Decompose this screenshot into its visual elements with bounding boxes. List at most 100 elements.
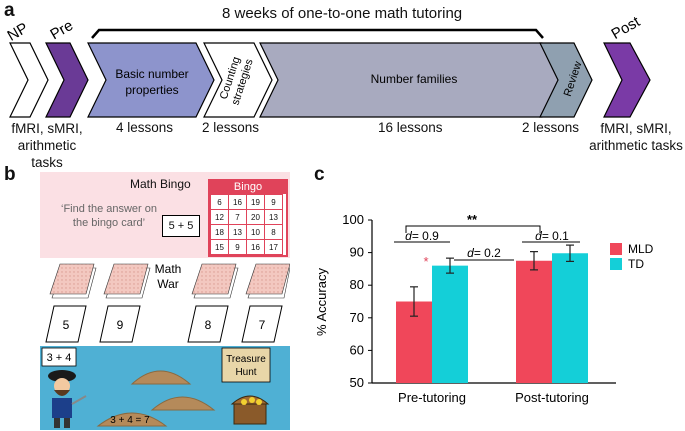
bingo-instruction-line2: the bingo card’ [72, 217, 146, 229]
review-chevron [539, 42, 593, 118]
bingo-cell: 13 [264, 209, 283, 225]
pre-assessments-line2: arithmetic tasks [17, 138, 77, 170]
war-card-value: 7 [259, 318, 266, 332]
bingo-cell: 8 [264, 224, 283, 240]
pre-assessments-line1: fMRI, sMRI, [11, 121, 83, 136]
effect-size-post: d= 0.1 [535, 229, 569, 243]
treasure-problem-card [41, 347, 77, 367]
math-bingo-panel: Math Bingo ‘Find the answer on the bingo… [40, 172, 290, 258]
treasure-hunt-panel: 3 + 4 3 + 4 = 7 Treasure Hunt [40, 346, 290, 430]
significance-star: * [423, 254, 428, 269]
post-assessments: fMRI, sMRI, arithmetic tasks [588, 120, 684, 154]
y-tick-label: 100 [342, 212, 364, 227]
treasure-hunt-sign [221, 347, 271, 383]
basic-properties-chevron [87, 42, 215, 118]
review-lessons-count: 2 lessons [522, 120, 580, 135]
y-axis-label: % Accuracy [314, 268, 329, 336]
legend-swatch-td [610, 258, 622, 270]
legend-label-td: TD [628, 257, 644, 271]
tutoring-timeline: NP Pre Post Basic number properties Coun… [4, 13, 651, 118]
math-bingo-title: Math Bingo [130, 177, 191, 191]
bingo-cell: 16 [228, 194, 247, 210]
significance-marker: ** [467, 212, 478, 227]
np-label: NP [4, 20, 31, 45]
post-chevron [603, 42, 651, 118]
basic-properties-line2: properties [125, 83, 178, 97]
counting-lessons-count: 2 lessons [202, 120, 260, 135]
bingo-cell: 20 [246, 209, 265, 225]
effect-size-pre: d= 0.9 [405, 229, 439, 243]
war-card-value: 5 [63, 318, 70, 332]
card-deck [49, 263, 97, 299]
treasure-chest-icon [230, 395, 270, 425]
basic-properties-line1: Basic number [115, 67, 188, 81]
bingo-cell: 15 [210, 239, 229, 255]
bingo-cell: 18 [210, 224, 229, 240]
bar-td [432, 265, 468, 383]
treasure-equation: 3 + 4 = 7 [110, 415, 150, 426]
np-chevron [9, 42, 49, 118]
y-tick-label: 70 [350, 310, 364, 325]
pre-assessments: fMRI, sMRI, arithmetic tasks [2, 120, 92, 171]
bingo-cell: 16 [246, 239, 265, 255]
dirt-mound [150, 396, 216, 411]
effect-symbol: d [405, 229, 412, 243]
effect-symbol: d [535, 229, 542, 243]
treasure-problem: 3 + 4 [47, 352, 72, 364]
war-card [45, 305, 87, 343]
y-tick-label: 60 [350, 342, 364, 357]
x-category-label: Pre-tutoring [398, 390, 466, 405]
effect-symbol: d [467, 246, 474, 260]
tutoring-duration-label: 8 weeks of one-to-one math tutoring [222, 5, 463, 22]
comparison-bracket-overall [405, 225, 541, 233]
pre-label: Pre [47, 17, 76, 43]
war-card-value: 8 [205, 318, 212, 332]
bingo-cell: 19 [246, 194, 265, 210]
counting-strategies-chevron [203, 42, 273, 118]
bingo-cell: 7 [228, 209, 247, 225]
legend-label-mld: MLD [628, 242, 654, 256]
card-deck [245, 263, 290, 299]
war-card-value: 9 [117, 318, 124, 332]
treasure-hunt-line1: Treasure [226, 354, 266, 365]
post-label: Post [609, 13, 644, 43]
effect-value: = 0.2 [474, 246, 501, 260]
dirt-mound [130, 370, 192, 385]
panel-c-label: c [314, 164, 325, 185]
war-card [241, 305, 283, 343]
y-tick-label: 50 [350, 375, 364, 390]
war-card [187, 305, 229, 343]
bingo-cell: 10 [246, 224, 265, 240]
bingo-cell: 6 [210, 194, 229, 210]
bingo-cell: 17 [264, 239, 283, 255]
legend-swatch-mld [610, 243, 622, 255]
math-war-title-line1: Math [155, 262, 182, 276]
y-tick-label: 90 [350, 245, 364, 260]
timeline-bracket [91, 28, 544, 39]
pirate-icon [48, 370, 87, 428]
post-assessments-line2: arithmetic tasks [589, 138, 683, 153]
bingo-problem-card: 5 + 5 [162, 215, 200, 237]
panel-a-label: a [4, 0, 15, 21]
math-war-panel: 5 9 8 7 Math War [45, 262, 290, 343]
bingo-cell: 13 [228, 224, 247, 240]
y-tick-label: 80 [350, 277, 364, 292]
bingo-cell: 12 [210, 209, 229, 225]
treasure-hunt-line2: Hunt [235, 367, 256, 378]
effect-size-between: d= 0.2 [467, 246, 501, 260]
bingo-instruction: ‘Find the answer on the bingo card’ [44, 202, 174, 230]
bingo-cell: 9 [228, 239, 247, 255]
bar-td [552, 253, 588, 383]
post-assessments-line1: fMRI, sMRI, [600, 121, 672, 136]
families-lessons-count: 16 lessons [378, 120, 443, 135]
bingo-cell: 9 [264, 194, 283, 210]
basic-lessons-count: 4 lessons [116, 120, 174, 135]
math-war-title-line2: War [157, 277, 179, 291]
panel-b-label: b [4, 164, 16, 185]
pre-chevron [45, 42, 89, 118]
effect-value: = 0.1 [542, 229, 569, 243]
effect-value: = 0.9 [412, 229, 439, 243]
